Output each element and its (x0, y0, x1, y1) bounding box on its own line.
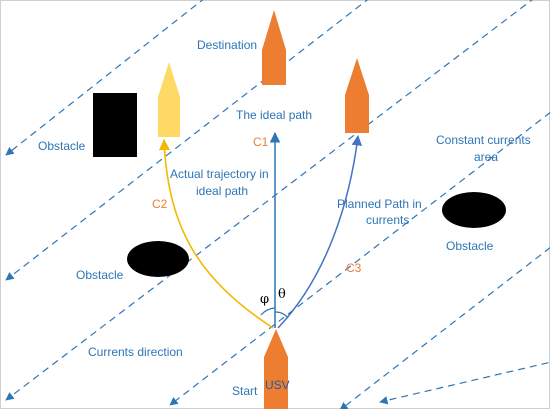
current-line-5 (339, 246, 550, 409)
c2-label: C2 (152, 197, 168, 211)
usv-label: USV (265, 378, 290, 392)
actual-trajectory-label-line2: ideal path (196, 184, 248, 198)
c3-label: C3 (346, 261, 362, 275)
current-line-6 (379, 361, 550, 405)
theta-angle-arc (274, 311, 289, 319)
c1-label: C1 (253, 135, 269, 149)
obstacle-left-label: Obstacle (38, 139, 86, 153)
obstacle-right-label: Obstacle (446, 239, 494, 253)
constant-currents-label-line2: area (474, 150, 498, 164)
theta-label: θ (278, 287, 286, 302)
destination-label: Destination (197, 38, 257, 52)
obstacle-ellipse-right (442, 192, 506, 228)
phi-angle-arc (260, 307, 276, 316)
current-line-1 (5, 0, 204, 156)
obstacle-rect (93, 93, 137, 157)
currents-direction-label: Currents direction (88, 345, 183, 359)
current-line-4 (169, 111, 550, 406)
obstacle-ellipse-left (127, 241, 189, 277)
planned-path-label-line2: currents (366, 213, 409, 227)
planned-path-arrow (277, 134, 363, 329)
planned-boat-icon (345, 58, 369, 133)
obstacle-mid-label: Obstacle (76, 268, 124, 282)
destination-boat-icon (262, 10, 286, 85)
actual-trajectory-arrow (158, 138, 274, 329)
usv-boat-icon (264, 329, 288, 409)
phi-label: φ (260, 292, 269, 307)
actual-trajectory-label-line1: Actual trajectory in (170, 167, 269, 181)
current-line-2 (5, 0, 369, 281)
planned-path-label-line1: Planned Path in (337, 197, 422, 211)
ideal-path-label: The ideal path (236, 108, 312, 122)
start-label: Start (232, 384, 258, 398)
constant-currents-label-line1: Constant currents (436, 133, 531, 147)
drifted-boat-icon (158, 62, 180, 137)
